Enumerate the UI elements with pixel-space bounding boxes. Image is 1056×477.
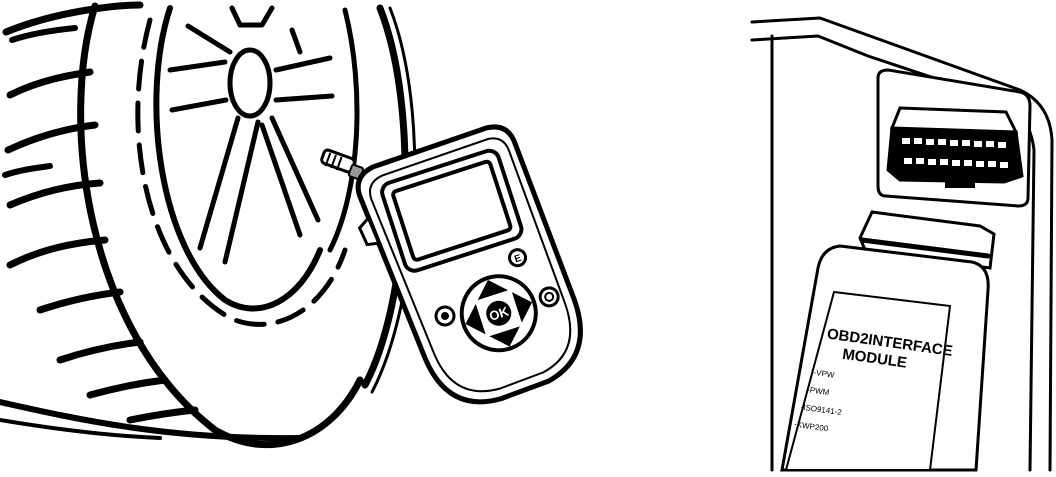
tread-line	[60, 342, 140, 360]
tread-line	[40, 292, 120, 310]
ground-line	[0, 402, 300, 438]
wheel-spoke	[188, 26, 300, 52]
rim-dashed-line	[138, 20, 345, 324]
obd2-port[interactable]	[888, 108, 1022, 188]
tread-line	[5, 166, 50, 175]
wheel-hub	[230, 50, 270, 116]
wheel-spoke	[276, 58, 332, 100]
tread-line	[10, 240, 105, 265]
tpms-tool: E OK	[342, 119, 596, 424]
wheel-spoke	[232, 8, 272, 25]
tread-line	[130, 410, 195, 420]
wheel-spoke	[262, 118, 318, 235]
wheel-spoke	[200, 118, 258, 262]
tread-line	[90, 380, 165, 395]
wheel-spoke	[170, 62, 226, 110]
rim-ring	[330, 10, 357, 250]
tire-sidewall	[81, 6, 360, 445]
obd-illustration: OBD2INTERFACE MODULE -VPW -PWM -ISO9141-…	[752, 18, 1052, 470]
obd-interface-module[interactable]: OBD2INTERFACE MODULE -VPW -PWM -ISO9141-…	[782, 212, 994, 470]
tire-illustration	[0, 5, 415, 445]
